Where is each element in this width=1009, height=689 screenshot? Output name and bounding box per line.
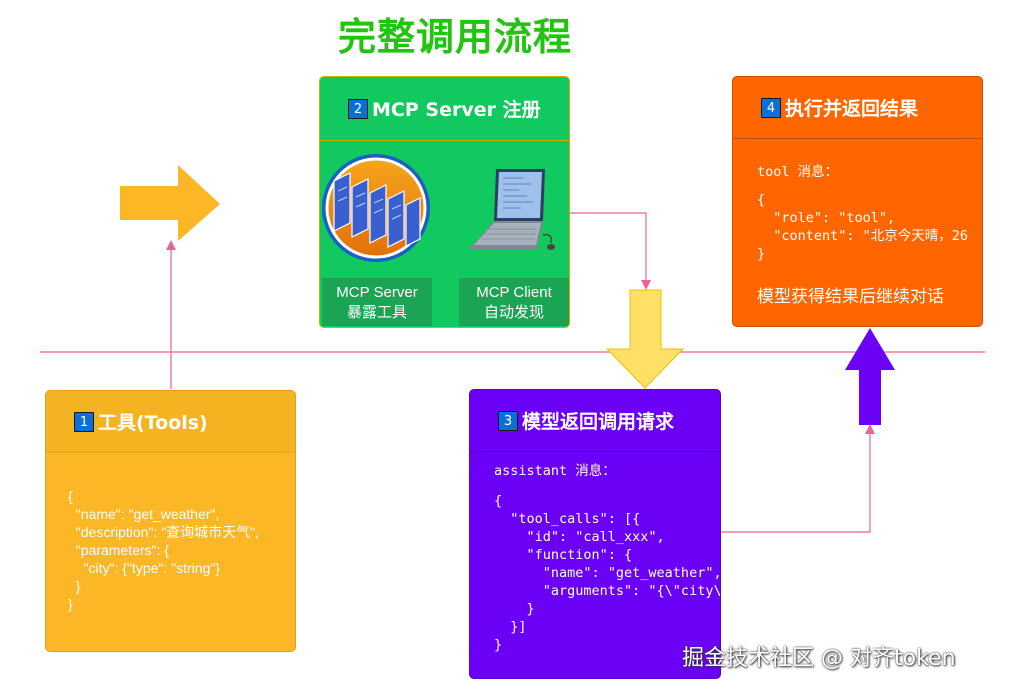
tool-result-json: { "role": "tool", "content": "北京今天晴，26 } bbox=[757, 192, 969, 262]
tools-json: { "name": "get_weather", "description": … bbox=[68, 488, 260, 612]
connector-client-down bbox=[560, 212, 647, 282]
mcp-server-label-line1: MCP Server bbox=[336, 284, 418, 301]
mcp-client-label: MCP Client 自动发现 bbox=[459, 278, 569, 326]
connector-card1-arrowhead bbox=[166, 240, 176, 250]
continue-note: 模型获得结果后继续对话 bbox=[757, 287, 944, 306]
card-model-call: 3 模型返回调用请求 assistant 消息： { "tool_calls":… bbox=[469, 389, 721, 679]
card-execute-header: 4 执行并返回结果 bbox=[733, 77, 982, 139]
connector-client-arrowhead bbox=[641, 280, 651, 290]
step-number-badge: 1 bbox=[74, 411, 94, 432]
connector-card3-arrowhead bbox=[865, 424, 875, 434]
card-execute-title: 执行并返回结果 bbox=[785, 98, 919, 120]
up-arrow-purple bbox=[845, 328, 895, 425]
mcp-server-label: MCP Server 暴露工具 bbox=[322, 278, 432, 326]
server-rack-icon bbox=[322, 154, 430, 262]
step-number-badge: 2 bbox=[348, 98, 368, 119]
mcp-client-label-line2: 自动发现 bbox=[483, 304, 544, 321]
card-tools-header: 1 工具(Tools) bbox=[46, 391, 295, 453]
right-arrow-orange bbox=[120, 165, 220, 241]
assistant-message-label: assistant 消息： bbox=[494, 463, 616, 479]
diagram-title: 完整调用流程 bbox=[337, 15, 572, 59]
card-model-call-title: 模型返回调用请求 bbox=[522, 411, 675, 433]
tool-message-label: tool 消息： bbox=[757, 164, 839, 180]
card-model-call-header: 3 模型返回调用请求 bbox=[470, 390, 720, 452]
card-tools: 1 工具(Tools) { "name": "get_weather", "de… bbox=[45, 390, 296, 652]
card-execute-result: 4 执行并返回结果 tool 消息： { "role": "tool", "co… bbox=[732, 76, 983, 327]
connector-card3-right bbox=[721, 432, 871, 533]
laptop-icon bbox=[469, 169, 555, 250]
mcp-server-label-line2: 暴露工具 bbox=[346, 304, 407, 321]
card-tools-title: 工具(Tools) bbox=[98, 412, 208, 434]
card-mcp-header: 2 MCP Server 注册 bbox=[320, 77, 569, 141]
watermark: 掘金技术社区 @ 对齐token bbox=[682, 646, 956, 671]
card-mcp-title: MCP Server 注册 bbox=[372, 99, 541, 121]
step-number-badge: 4 bbox=[761, 97, 781, 118]
tool-calls-json: { "tool_calls": [{ "id": "call_xxx", "fu… bbox=[494, 493, 721, 653]
card-mcp-server: 2 MCP Server 注册 bbox=[319, 76, 570, 328]
down-arrow-yellow bbox=[605, 289, 685, 389]
mcp-client-label-line1: MCP Client bbox=[476, 284, 552, 301]
step-number-badge: 3 bbox=[498, 410, 518, 431]
